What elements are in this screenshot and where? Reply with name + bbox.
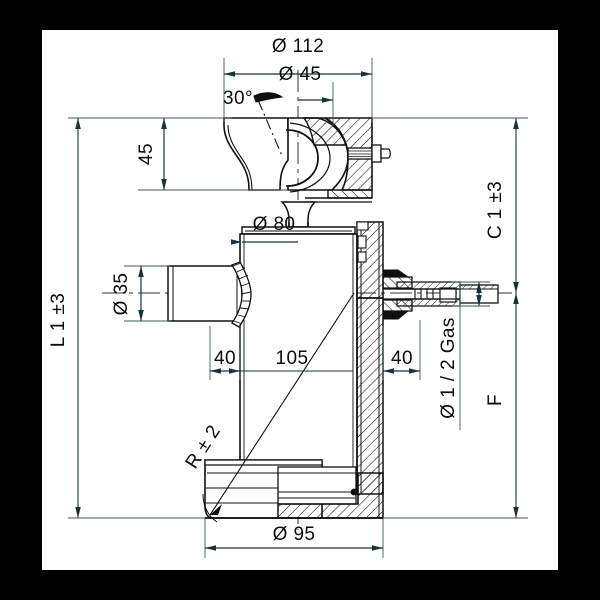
gas-port-collar [439,287,457,303]
grease-nipple [347,144,391,163]
nipple-tip [380,148,391,159]
radius-leader-line [209,292,355,516]
dim-closed-length: C 1 ±3 [372,117,528,293]
right-gas-port [382,269,499,320]
dim-label-95: Ø 95 [273,524,316,545]
seal-pocket-2 [357,251,367,263]
dim-right-offset: 40 [382,320,421,380]
housing-body-section-2 [302,117,347,146]
ball-seat-arc [289,122,331,193]
cylinder-wall-section [356,221,384,495]
base-top-cap [204,459,323,466]
eye-left-profile [223,117,289,191]
dim-port-diameter: Ø 35 [111,265,170,322]
dim-label-45-height: 45 [136,143,157,165]
left-port-weld-fillet [231,261,252,328]
left-side-port [167,261,252,328]
gas-port-threads [414,289,434,299]
technical-drawing: Ø 112 Ø 45 30° 45 [48,36,528,558]
radius-leader-arc [202,493,218,523]
dim-mid-offset: 105 [240,348,353,372]
dim-label-105: 105 [276,348,309,369]
base-oring [350,488,358,496]
angle-arrow-head [253,92,284,103]
dim-stroke-f: F [383,293,528,519]
dim-overall-length: L 1 ±3 [48,117,224,519]
nipple-hex [371,144,382,163]
geometry-layer [102,70,512,530]
bottom-base-flange [204,459,384,519]
dim-label-gas: Ø 1 / 2 Gas [438,317,459,419]
dim-label-30deg: 30° [223,88,253,109]
eye-left-inner-contour [227,124,253,191]
radius-leader-arrow [210,504,222,515]
dim-label-C1: C 1 ±3 [485,181,506,239]
gas-port-boss-taper-dn [382,310,410,320]
dim-label-L1: L 1 ±3 [48,293,69,347]
wall-shoulder-notch [356,221,369,231]
weld-hatch-lines [232,262,252,325]
top-eye-housing [223,117,391,203]
dim-label-35: Ø 35 [111,273,132,316]
dim-label-F: F [485,394,506,406]
dim-label-80: Ø 80 [253,214,296,235]
drawing-sheet: Ø 112 Ø 45 30° 45 [42,30,558,570]
dim-barrel-diameter: Ø 80 [231,214,298,245]
dim-gas-thread: Ø 1 / 2 Gas [438,281,490,430]
dim-label-45-dia: Ø 45 [279,64,322,85]
ball-arc-contour [285,129,319,187]
dim-top-inner-diameter: Ø 45 [279,64,334,126]
dim-base-diameter: Ø 95 [204,518,384,558]
housing-retainer-plate [327,189,373,199]
left-port-stub [167,265,243,322]
dim-label-40-left: 40 [214,348,236,369]
angle-leader-line [257,99,284,159]
dim-label-112: Ø 112 [272,36,324,57]
dim-left-offset: 40 [209,326,241,380]
seal-pocket-1 [357,235,367,249]
nipple-shank [347,147,373,160]
dim-top-outer-diameter: Ø 112 [223,36,373,122]
gas-port-boss-taper-up [382,269,410,278]
dimension-layer: Ø 112 Ø 45 30° 45 [48,36,528,558]
dim-label-40-right: 40 [391,348,413,369]
